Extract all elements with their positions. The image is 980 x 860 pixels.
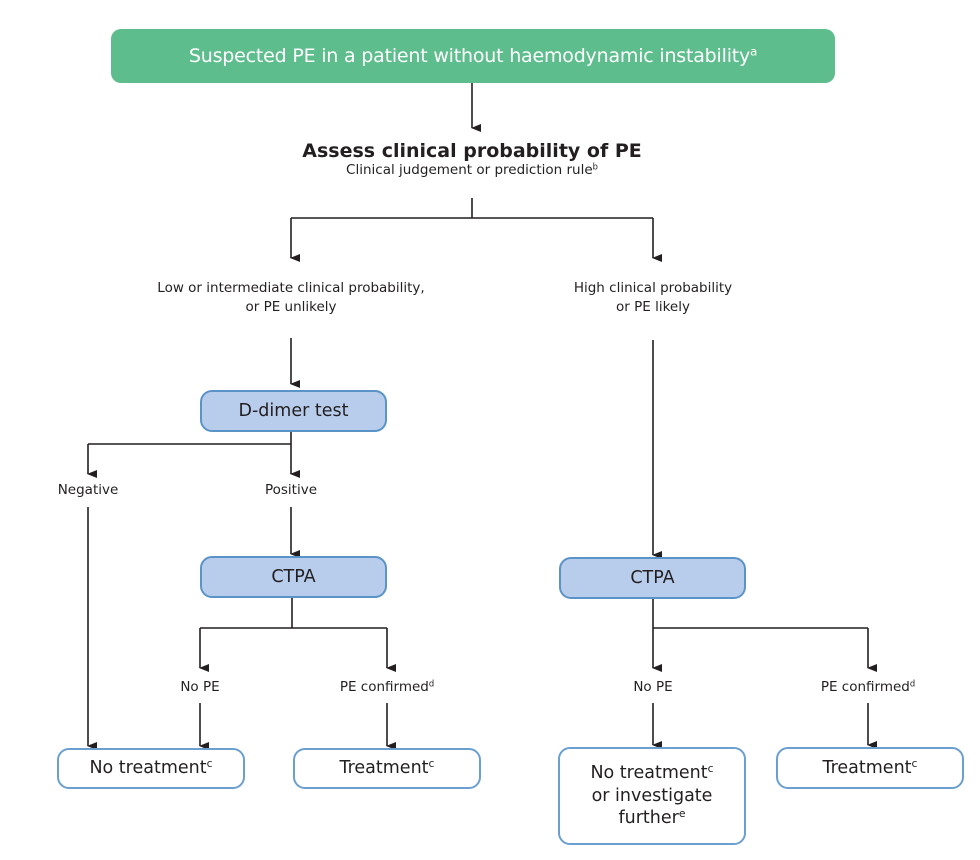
high-probability-label: High clinical probability or PE likely xyxy=(573,280,733,315)
split-ctpa-left xyxy=(200,598,387,629)
no-treatment-node-low: No treatmentc xyxy=(57,748,245,789)
assess-subtitle: Clinical judgement or prediction ruleb xyxy=(346,161,598,178)
ctpa-node-high: CTPA xyxy=(559,557,746,599)
start-node-text: Suspected PE in a patient without haemod… xyxy=(188,44,758,67)
positive-label: Positive xyxy=(264,482,318,498)
pe-confirmed-label-low: PE confirmedd xyxy=(339,678,435,695)
split-ctpa-right xyxy=(652,599,868,629)
split-assess xyxy=(291,198,653,219)
ctpa-node-low: CTPA xyxy=(200,556,387,598)
split-ddimer xyxy=(88,431,292,445)
treatment-node-high: Treatmentc xyxy=(776,747,964,789)
no-pe-label-low: No PE xyxy=(180,679,220,695)
assess-heading: Assess clinical probability of PE Clinic… xyxy=(272,140,672,178)
ddimer-test-node: D-dimer test xyxy=(200,390,387,432)
assess-title: Assess clinical probability of PE xyxy=(302,140,642,162)
treatment-node-low: Treatmentc xyxy=(293,748,481,789)
start-node: Suspected PE in a patient without haemod… xyxy=(111,29,835,83)
low-probability-label: Low or intermediate clinical probability… xyxy=(157,280,425,315)
negative-label: Negative xyxy=(57,482,119,498)
no-pe-label-high: No PE xyxy=(633,679,673,695)
pe-confirmed-label-high: PE confirmedd xyxy=(820,678,916,695)
no-treatment-investigate-node-high: No treatmentc or investigate furthere xyxy=(558,747,746,845)
